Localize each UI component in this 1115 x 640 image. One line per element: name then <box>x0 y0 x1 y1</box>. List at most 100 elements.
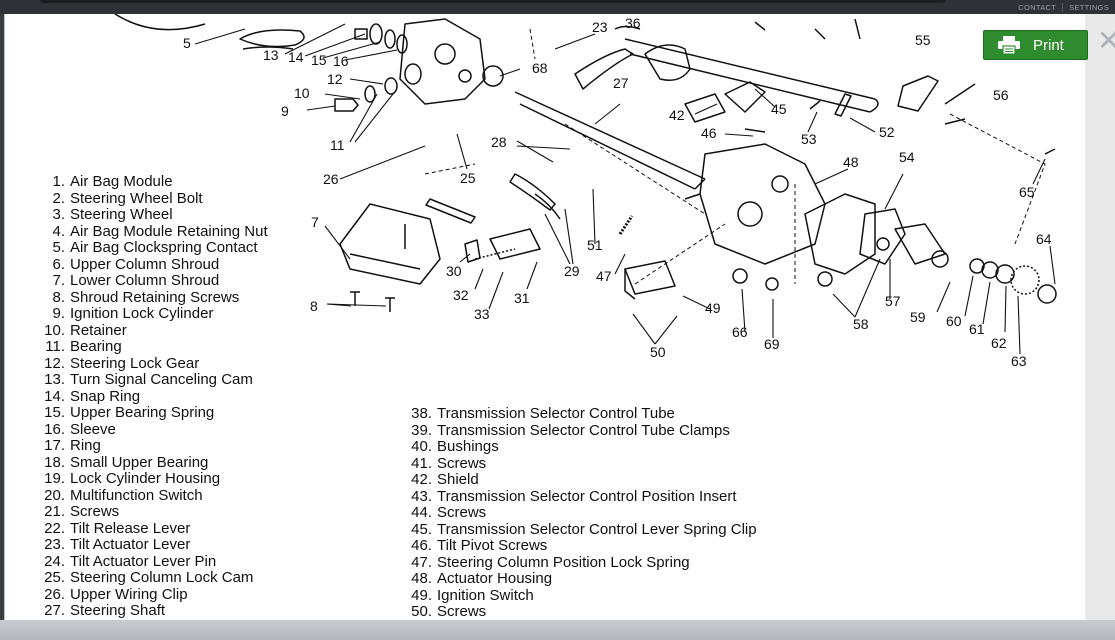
part-number: 7. <box>52 272 65 289</box>
part-item: 4. Air Bag Module Retaining Nut <box>37 222 268 241</box>
part-number: 13. <box>44 371 65 388</box>
part-number: 21. <box>44 503 65 520</box>
part-number: 45. <box>411 520 432 538</box>
part-item: 20.Multifunction Switch <box>37 487 268 505</box>
print-button[interactable]: Print <box>983 30 1088 60</box>
callout-16: 16 <box>333 53 349 69</box>
part-name: Steering Lock Gear <box>70 354 200 372</box>
part-number: 22. <box>44 519 65 537</box>
part-item: 14.Snap Ring <box>37 388 268 406</box>
part-number: 42. <box>411 471 432 488</box>
part-number: 15. <box>44 404 65 421</box>
part-number: 50. <box>411 603 432 620</box>
callout-23: 23 <box>592 19 608 35</box>
part-item: 48. Actuator Housing <box>404 570 757 588</box>
part-number: 1. <box>52 173 65 190</box>
part-number: 11. <box>45 338 65 355</box>
printer-icon <box>998 36 1020 54</box>
right-gutter <box>1085 14 1115 620</box>
part-item: 38.Transmission Selector Control Tube <box>404 405 757 423</box>
part-item: 40. Bushings <box>404 438 757 456</box>
part-item: 47. Steering Column Position Lock Spring <box>404 553 757 572</box>
part-name: Ignition Switch <box>437 586 534 604</box>
part-name: Upper Column Shroud <box>70 255 220 273</box>
callout-13: 13 <box>263 47 279 63</box>
part-item: 16. Sleeve <box>37 420 268 439</box>
part-number: 46. <box>411 537 432 554</box>
part-item: 5.Air Bag Clockspring Contact <box>37 239 268 257</box>
callout-45: 45 <box>771 101 787 117</box>
part-number: 39. <box>411 421 432 439</box>
callout-49: 49 <box>705 300 721 316</box>
part-number: 38. <box>411 405 432 422</box>
part-item: 25.Steering Column Lock Cam <box>37 569 268 587</box>
callout-36: 36 <box>625 15 641 31</box>
callout-46: 46 <box>701 125 717 141</box>
part-name: Steering Column Position Lock Spring <box>437 553 690 571</box>
part-name: Tilt Pivot Screws <box>437 537 548 554</box>
part-name: Shield <box>437 471 479 488</box>
callout-57: 57 <box>885 293 901 309</box>
part-item: 41.Screws <box>404 454 757 473</box>
nav-settings[interactable]: SETTINGS <box>1062 2 1115 12</box>
callout-25: 25 <box>460 170 476 186</box>
callout-52: 52 <box>879 124 895 140</box>
callout-53: 53 <box>801 131 817 147</box>
part-number: 48. <box>411 570 432 587</box>
top-nav: CONTACT SETTINGS <box>1012 0 1115 14</box>
close-icon[interactable]: ✕ <box>1097 24 1115 57</box>
part-number: 40. <box>411 438 432 455</box>
part-item: 7. Lower Column Shroud <box>37 272 268 290</box>
part-number: 47. <box>411 553 432 571</box>
part-name: Air Bag Module Retaining Nut <box>70 222 268 240</box>
part-item: 24.Tilt Actuator Lever Pin <box>37 553 268 571</box>
callout-8: 8 <box>310 298 318 314</box>
callout-56: 56 <box>993 87 1009 103</box>
part-name: Screws <box>437 454 487 472</box>
part-number: 2. <box>52 189 65 207</box>
part-item: 18.Small Upper Bearing <box>37 453 268 472</box>
part-item: 27.Steering Shaft <box>37 602 268 620</box>
part-name: Bushings <box>437 438 499 455</box>
part-name: Air Bag Module <box>70 173 173 190</box>
part-number: 5. <box>52 239 65 256</box>
callout-64: 64 <box>1036 231 1052 247</box>
part-name: Sleeve <box>70 420 116 438</box>
callout-31: 31 <box>514 290 530 306</box>
part-item: 17.Ring <box>37 437 268 455</box>
callout-10: 10 <box>294 85 310 101</box>
callout-42: 42 <box>669 107 685 123</box>
part-name: Screws <box>70 503 120 520</box>
browser-top-bar: CONTACT SETTINGS <box>0 0 1115 14</box>
part-item: 45. Transmission Selector Control Lever S… <box>404 520 757 539</box>
callout-66: 66 <box>732 324 748 340</box>
part-number: 9. <box>52 305 65 322</box>
part-name: Screws <box>437 603 487 620</box>
part-number: 18. <box>44 453 65 471</box>
part-item: 26.Upper Wiring Clip <box>37 586 268 604</box>
callout-7: 7 <box>311 214 319 230</box>
steering-column-diagram: 5 13 14 15 16 23 36 68 27 55 56 12 10 9 … <box>114 14 1057 369</box>
part-name: Shroud Retaining Screws <box>70 288 240 306</box>
part-name: Transmission Selector Control Lever Spri… <box>437 520 757 538</box>
part-number: 17. <box>44 437 65 454</box>
part-name: Actuator Housing <box>437 570 553 587</box>
part-item: 13. Turn Signal Canceling Cam <box>37 371 268 389</box>
part-number: 10. <box>44 321 65 339</box>
top-scroll-track[interactable] <box>40 0 945 3</box>
part-name: Retainer <box>70 321 127 339</box>
part-item: 42. Shield <box>404 471 757 489</box>
part-number: 3. <box>52 206 65 223</box>
callout-48: 48 <box>843 154 859 170</box>
part-name: Lower Column Shroud <box>70 272 220 289</box>
callout-27: 27 <box>613 75 629 91</box>
part-number: 4. <box>52 222 65 240</box>
part-name: Turn Signal Canceling Cam <box>70 371 253 388</box>
part-number: 8. <box>52 288 65 306</box>
part-item: 12.Steering Lock Gear <box>37 354 268 373</box>
nav-contact[interactable]: CONTACT <box>1018 2 1057 12</box>
part-item: 46. Tilt Pivot Screws <box>404 537 757 555</box>
part-number: 16. <box>44 420 65 438</box>
